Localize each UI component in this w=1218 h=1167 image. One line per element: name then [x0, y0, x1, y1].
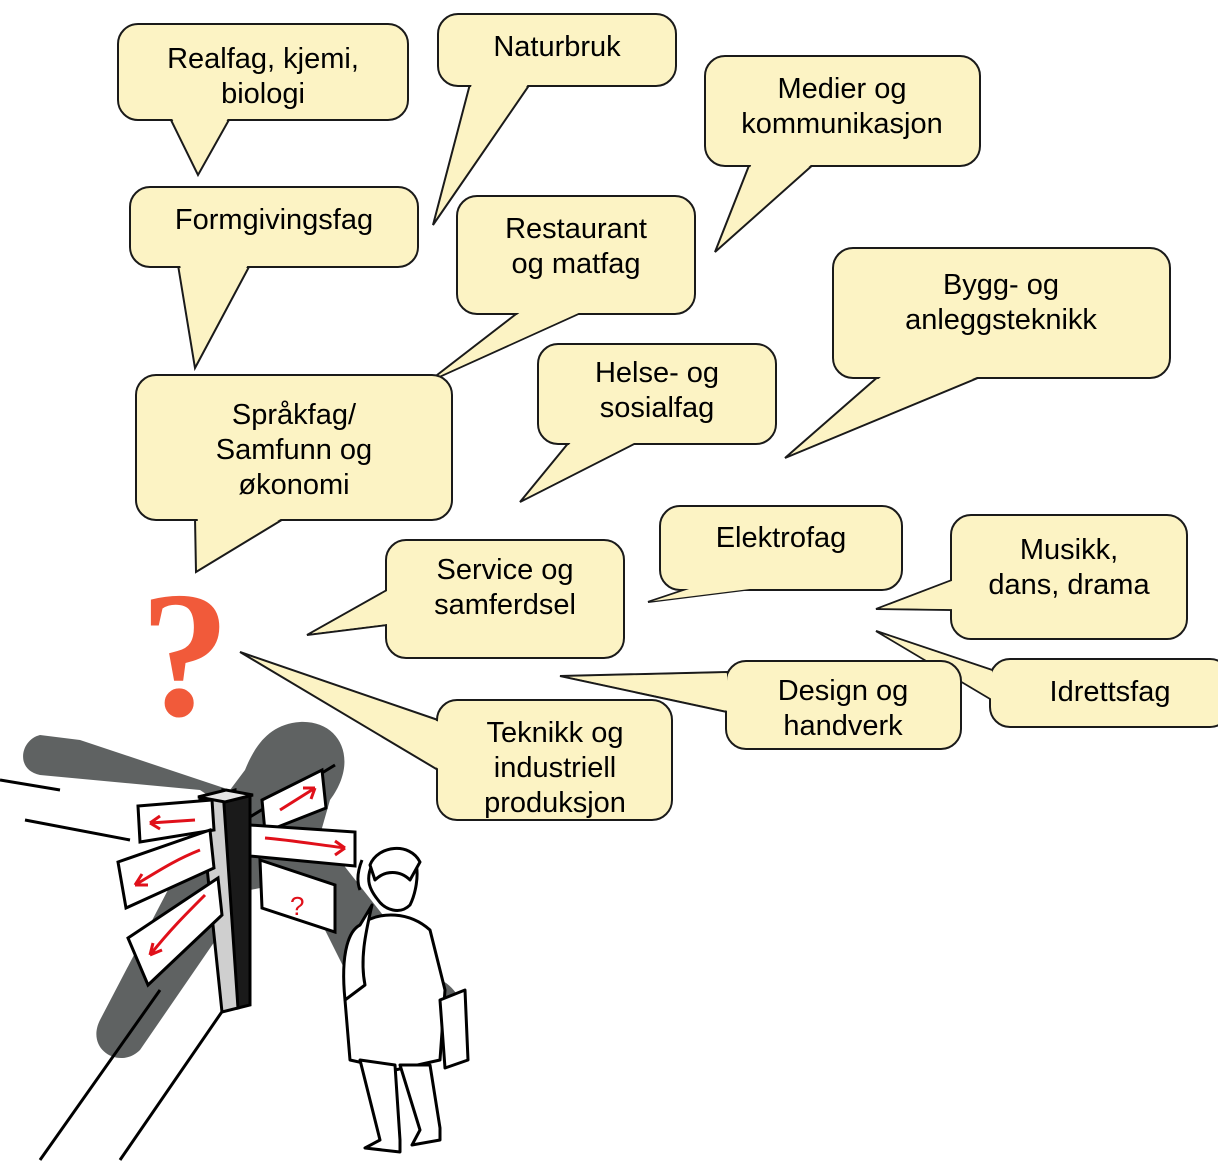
bubble-body: [117, 23, 409, 121]
bubble-label-line: kommunikasjon: [741, 108, 943, 140]
bubble-restaurant: [427, 195, 696, 383]
bubble-label-line: samferdsel: [434, 589, 576, 621]
bubble-label-realfag: Realfag, kjemi,biologi: [167, 42, 359, 112]
bubble-label-line: Helse- og: [594, 357, 720, 389]
bubble-label-naturbruk: Naturbruk: [493, 30, 620, 65]
bubble-tail-fill: [719, 163, 814, 247]
bubble-label-musikk: Musikk,dans, drama: [988, 533, 1149, 603]
bubble-tail-fill: [435, 311, 584, 378]
bubble-tail-fill: [251, 657, 438, 769]
bubble-tail-fill: [570, 673, 727, 711]
bubble-label-line: Språkfag/: [231, 399, 357, 431]
bubble-design: [559, 660, 962, 750]
bubble-tail-fill: [652, 588, 758, 602]
bubble-label-line: Samfunn og: [215, 434, 373, 466]
bubble-label-line: Naturbruk: [493, 31, 621, 63]
bubble-service: [306, 539, 625, 659]
bubble-label-line: Bygg- og: [942, 269, 1060, 301]
speech-bubbles: [117, 13, 1218, 821]
bubble-label-line: Idrettsfag: [1049, 676, 1171, 708]
bubble-label-line: Elektrofag: [715, 522, 847, 554]
bubble-label-elektro: Elektrofag: [716, 521, 847, 556]
bubble-musikk: [875, 514, 1188, 640]
bubble-label-line: industriell: [493, 752, 617, 784]
bubble-realfag: [117, 23, 409, 178]
red-direction-arrows: [133, 786, 346, 957]
bubble-body: [537, 343, 777, 445]
bubble-body: [135, 374, 453, 521]
bubble-label-line: sosialfag: [599, 392, 715, 424]
bubble-label-line: Medier og: [777, 73, 907, 105]
crossroads-signpost-illustration: ?: [0, 721, 470, 1161]
bubble-tail-fill: [525, 441, 638, 499]
bubble-tail-fill: [197, 518, 283, 569]
bubble-body: [704, 55, 981, 167]
bubble-elektro: [647, 505, 903, 603]
bubble-body: [129, 186, 419, 268]
bubble-tail-fill: [180, 265, 248, 362]
bubble-label-line: handverk: [783, 710, 903, 742]
bubble-label-idrett: Idrettsfag: [1050, 675, 1171, 710]
bubble-teknikk: [239, 651, 673, 821]
bubble-body: [950, 514, 1188, 640]
bubble-label-line: produksjon: [484, 787, 626, 819]
bubble-label-line: Service og: [436, 554, 574, 586]
question-mark: ?: [140, 555, 230, 754]
bubble-label-line: Realfag, kjemi,: [167, 43, 359, 75]
bubble-tail-fill: [882, 634, 992, 700]
bubble-label-line: biologi: [221, 78, 305, 110]
bubble-label-line: økonomi: [238, 469, 350, 501]
bubble-label-line: Formgivingsfag: [174, 204, 374, 236]
bubble-body: [659, 505, 903, 591]
bubble-label-line: Design og: [777, 675, 909, 707]
bubble-naturbruk: [432, 13, 677, 226]
bubble-medier: [704, 55, 981, 253]
bubble-tail-fill: [793, 375, 982, 454]
bubble-label-line: Teknikk og: [486, 717, 624, 749]
bubble-tail-fill: [311, 591, 387, 634]
thinking-person: [342, 846, 470, 1154]
bubble-label-line: Musikk,: [1019, 534, 1119, 566]
bubble-sprakfag: [135, 374, 453, 574]
bubble-body: [832, 247, 1171, 379]
bubble-label-line: dans, drama: [988, 569, 1150, 601]
bubble-tail-fill: [880, 580, 952, 610]
bubble-body: [437, 13, 677, 87]
bubble-label-line: Restaurant: [505, 213, 647, 245]
bubble-formgiving: [129, 186, 419, 372]
bubble-bygg: [784, 247, 1171, 459]
bubble-tail-fill: [171, 118, 229, 172]
bubble-label-line: anleggsteknikk: [905, 304, 1097, 336]
signpost-question: ?: [290, 891, 304, 921]
bubble-helse: [519, 343, 777, 503]
bubble-label-line: og matfag: [511, 248, 641, 280]
bubble-tail-fill: [437, 84, 529, 217]
bubble-label-formgiving: Formgivingsfag: [175, 203, 373, 238]
bubble-idrett: [875, 630, 1218, 728]
